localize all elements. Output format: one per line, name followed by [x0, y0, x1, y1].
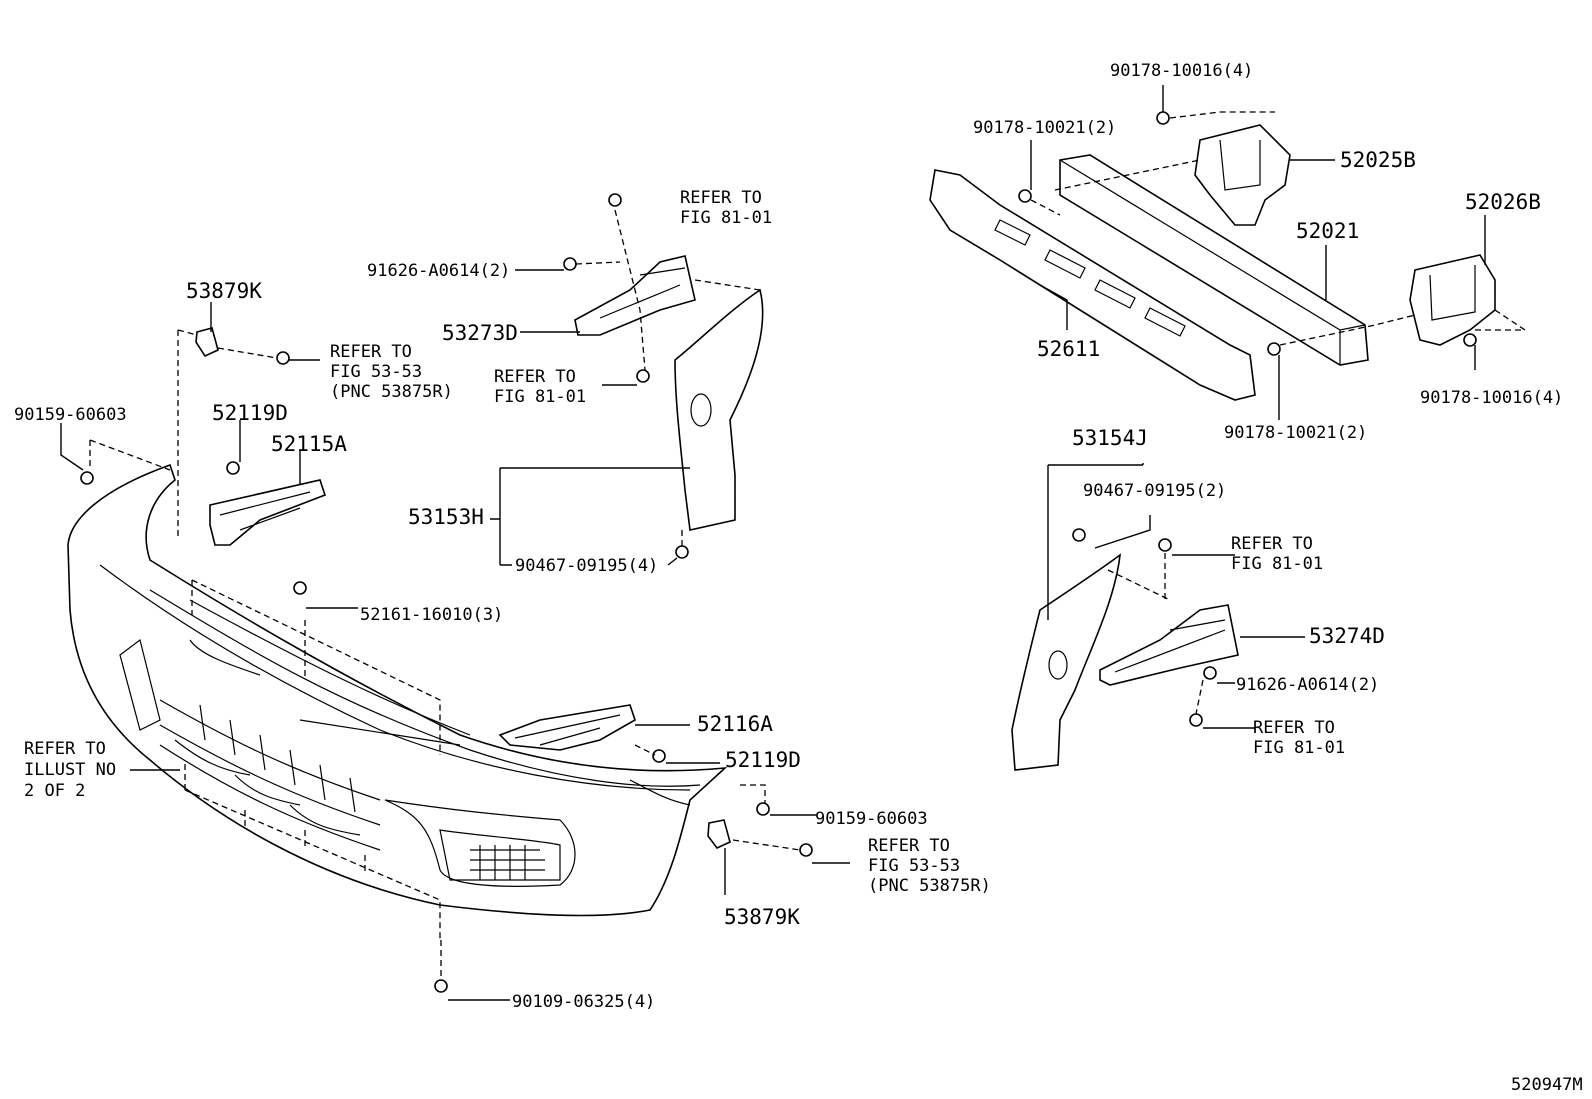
label-52611: 52611 — [1037, 337, 1100, 361]
label-52119d-a: 52119D — [212, 401, 288, 425]
label-52119d-b: 52119D — [725, 748, 801, 772]
label-91626-a0614-b: 91626-A0614(2) — [1236, 675, 1379, 695]
fog-lamp-grille — [470, 845, 545, 880]
label-refer-illust-line1: REFER TO — [24, 739, 106, 759]
label-refer-53-53-b-line2: FIG 53-53 — [868, 856, 960, 876]
callout-labels: 53879K 53879K REFER TO FIG 53-53 (PNC 53… — [14, 61, 1583, 1095]
label-90159-60603-b: 90159-60603 — [815, 809, 928, 829]
label-refer-53-53-b-line3: (PNC 53875R) — [868, 876, 991, 896]
clip-53879k-bottom — [707, 819, 731, 849]
figure-id: 520947M — [1511, 1075, 1583, 1095]
label-53274d: 53274D — [1309, 624, 1385, 648]
label-refer-81-01-d-line1: REFER TO — [1253, 718, 1335, 738]
assembly-lines — [89, 111, 1528, 980]
label-53879k-bottom: 53879K — [724, 905, 800, 929]
label-52161-16010: 52161-16010(3) — [360, 605, 503, 625]
reinforcement-52021 — [1059, 154, 1369, 366]
label-refer-81-01-b-line2: FIG 81-01 — [494, 387, 586, 407]
label-52025b: 52025B — [1340, 148, 1416, 172]
label-53154j: 53154J — [1072, 426, 1148, 450]
label-52021: 52021 — [1296, 219, 1359, 243]
label-90178-10016-b: 90178-10016(4) — [1420, 388, 1563, 408]
label-90109-06325: 90109-06325(4) — [512, 992, 655, 1012]
label-90178-10021-b: 90178-10021(2) — [1224, 423, 1367, 443]
bumper-cover — [67, 463, 728, 917]
label-90467-09195-b: 90467-09195(2) — [1083, 481, 1226, 501]
label-refer-81-01-a-line2: FIG 81-01 — [680, 208, 772, 228]
fender-liner-53153h — [674, 288, 764, 531]
label-refer-53-53-a-line2: FIG 53-53 — [330, 362, 422, 382]
label-90467-09195-a: 90467-09195(4) — [515, 556, 658, 576]
label-53879k-top: 53879K — [186, 279, 262, 303]
label-90159-60603-a: 90159-60603 — [14, 405, 127, 425]
label-52116a: 52116A — [697, 712, 773, 736]
label-90178-10021-a: 90178-10021(2) — [973, 118, 1116, 138]
bracket-53274d — [1099, 604, 1239, 686]
label-refer-81-01-b-line1: REFER TO — [494, 367, 576, 387]
bracket-52115a — [209, 479, 327, 546]
bracket-52026b — [1409, 254, 1496, 346]
label-90178-10016-a: 90178-10016(4) — [1110, 61, 1253, 81]
clip-53879k-top — [195, 327, 219, 358]
label-52115a: 52115A — [271, 432, 347, 456]
bracket-52025b — [1194, 124, 1291, 226]
label-refer-81-01-c-line1: REFER TO — [1231, 534, 1313, 554]
leader-lines — [60, 85, 1486, 1001]
label-53273d: 53273D — [442, 321, 518, 345]
label-refer-53-53-a-line3: (PNC 53875R) — [330, 382, 453, 402]
fender-liner-53154j — [1011, 553, 1122, 771]
label-refer-81-01-d-line2: FIG 81-01 — [1253, 738, 1345, 758]
label-refer-81-01-a-line1: REFER TO — [680, 188, 762, 208]
label-91626-a0614-a: 91626-A0614(2) — [367, 261, 510, 281]
label-refer-illust-line2: ILLUST NO — [24, 760, 116, 780]
label-refer-53-53-a-line1: REFER TO — [330, 342, 412, 362]
label-53153h: 53153H — [408, 505, 484, 529]
absorber-52611 — [929, 169, 1256, 401]
label-refer-81-01-c-line2: FIG 81-01 — [1231, 554, 1323, 574]
bracket-52116a — [498, 704, 636, 751]
label-refer-illust-line3: 2 OF 2 — [24, 781, 85, 801]
bracket-53273d — [574, 255, 696, 336]
label-refer-53-53-b-line1: REFER TO — [868, 836, 950, 856]
label-52026b: 52026B — [1465, 190, 1541, 214]
